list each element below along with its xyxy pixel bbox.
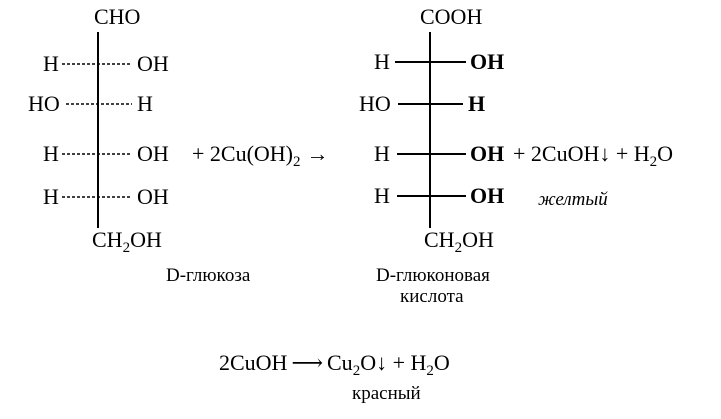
- glucose-bottom-group: CH2OH: [92, 227, 162, 256]
- glucose-row1-right: OH: [137, 51, 169, 76]
- glucose-row3-left: H: [43, 141, 59, 166]
- gluconic-row2-left: HO: [359, 91, 391, 116]
- products-formula: + 2CuOH↓ + H2O: [513, 141, 674, 170]
- glucose-row4-left: H: [43, 184, 59, 209]
- glucose-caption: D-глюкоза: [166, 265, 251, 286]
- reaction-arrow-2: ⟶: [291, 350, 323, 375]
- gluconic-row4-right: OH: [470, 183, 505, 208]
- gluconic-caption-line1: D-глюконовая: [376, 265, 490, 286]
- glucose-top-group: CHO: [94, 4, 141, 29]
- gluconic-row1-left: H: [374, 49, 390, 74]
- glucose-row2-left: HO: [28, 91, 60, 116]
- gluconic-row2-right: H: [468, 91, 486, 116]
- gluconic-top-group: COOH: [420, 4, 483, 29]
- gluconic-row3-left: H: [374, 141, 390, 166]
- second-reaction-note: красный: [352, 383, 421, 404]
- glucose-row4-right: OH: [137, 184, 169, 209]
- second-reaction-equation: 2CuOH⟶Cu2O↓ + H2O: [219, 350, 450, 379]
- gluconic-caption-line2: кислота: [400, 286, 464, 307]
- glucose-row2-right: H: [137, 91, 153, 116]
- gluconic-row1-right: OH: [470, 49, 505, 74]
- glucose-row1-left: H: [43, 51, 59, 76]
- gluconic-row3-right: OH: [470, 141, 505, 166]
- gluconic-bottom-group: CH2OH: [424, 227, 494, 256]
- gluconic-row4-left: H: [374, 183, 390, 208]
- products-note: желтый: [538, 189, 608, 210]
- glucose-row3-right: OH: [137, 141, 169, 166]
- reaction-arrow-1: →: [306, 141, 329, 166]
- reagent-formula: + 2Cu(OH)2→: [192, 141, 329, 170]
